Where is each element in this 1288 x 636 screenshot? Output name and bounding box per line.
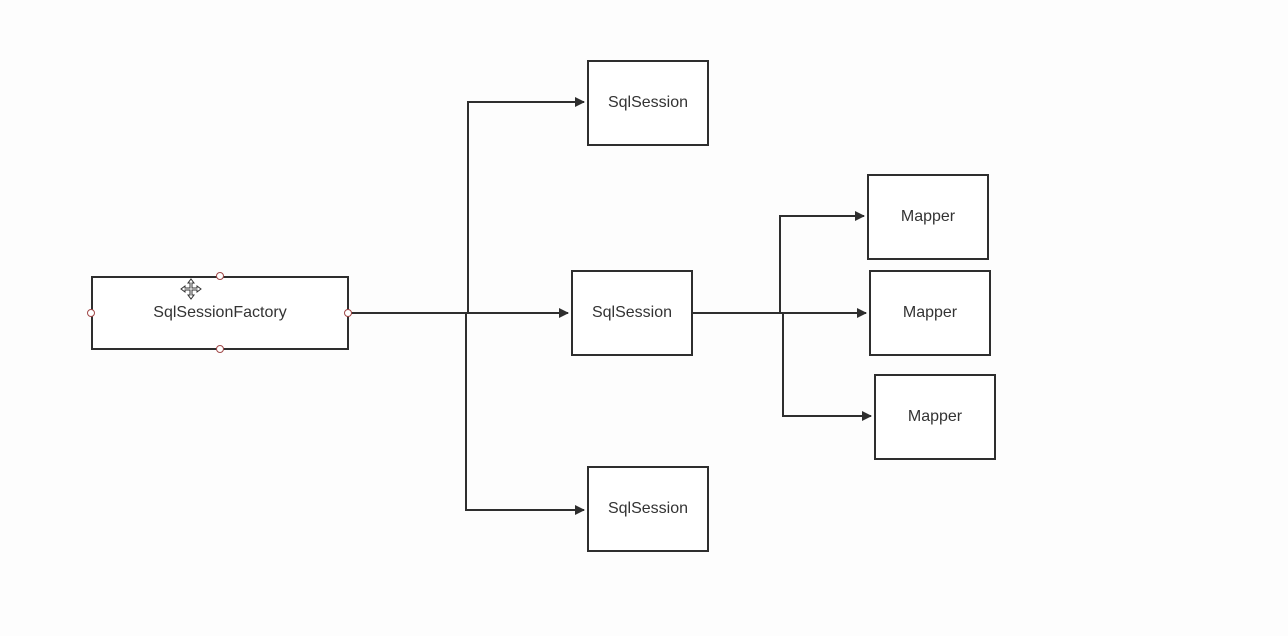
edge-session-to-mapper-3[interactable] [692, 312, 872, 421]
edge-factory-to-session-bottom[interactable] [348, 312, 585, 515]
node-mapper-1[interactable]: Mapper [867, 174, 989, 260]
node-label: SqlSession [607, 500, 689, 517]
selection-handle-right[interactable] [344, 309, 352, 317]
node-mapper-2[interactable]: Mapper [869, 270, 991, 356]
node-mapper-3[interactable]: Mapper [874, 374, 996, 460]
edge-factory-to-session-top[interactable] [348, 97, 585, 314]
node-label: SqlSessionFactory [153, 304, 287, 321]
node-sqlsession-bottom[interactable]: SqlSession [587, 466, 709, 552]
selection-handle-left[interactable] [87, 309, 95, 317]
selection-handle-top[interactable] [216, 272, 224, 280]
node-label: SqlSession [607, 94, 689, 111]
move-cursor-icon [180, 278, 202, 300]
node-label: Mapper [900, 208, 956, 225]
node-label: SqlSession [591, 304, 673, 321]
node-sqlsession-top[interactable]: SqlSession [587, 60, 709, 146]
node-sqlsession-middle[interactable]: SqlSession [571, 270, 693, 356]
node-label: Mapper [902, 304, 958, 321]
node-sqlsessionfactory[interactable]: SqlSessionFactory [91, 276, 349, 350]
selection-handle-bottom[interactable] [216, 345, 224, 353]
node-label: Mapper [907, 408, 963, 425]
edge-session-to-mapper-1[interactable] [692, 211, 865, 314]
